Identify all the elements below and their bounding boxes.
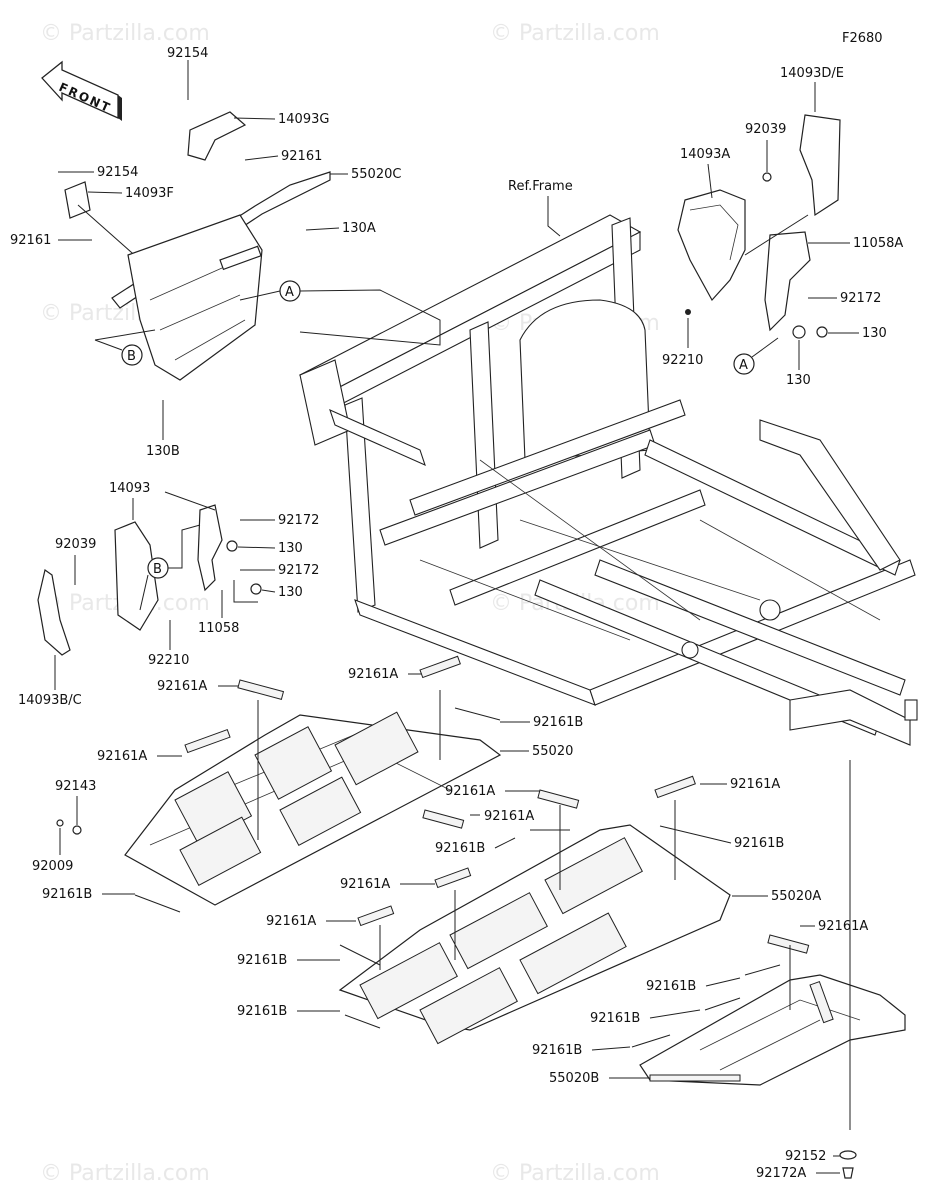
part-130-mid1: 130 [278, 541, 303, 556]
part-92161-left: 92161 [10, 233, 51, 248]
part-130a: 130A [342, 221, 376, 236]
part-92161a-5: 92161A [484, 809, 534, 824]
pads-55020a [357, 775, 696, 927]
part-92143: 92143 [55, 779, 96, 794]
grommet-92143 [72, 825, 82, 835]
part-92161b-8: 92161B [590, 1011, 640, 1026]
part-92154-left: 92154 [97, 165, 138, 180]
part-92161b-5: 92161B [237, 953, 287, 968]
part-92161a-3: 92161A [97, 749, 147, 764]
part-92161b-7: 92161B [646, 979, 696, 994]
ref-frame-label: Ref.Frame [508, 179, 573, 194]
part-92172-right: 92172 [840, 291, 881, 306]
part-14093de: 14093D/E [780, 66, 844, 81]
part-92161a-8: 92161A [266, 914, 316, 929]
svg-text:A: A [739, 358, 748, 373]
nut-92039-right [762, 172, 772, 182]
watermark-8: © Partzilla.com [490, 1161, 660, 1186]
part-92161a-4: 92161A [445, 784, 495, 799]
part-14093bc: 14093B/C [18, 693, 82, 708]
bolt-130-right [816, 326, 828, 338]
part-92161b-1: 92161B [533, 715, 583, 730]
part-92210-right: 92210 [662, 353, 703, 368]
part-92161-top: 92161 [281, 149, 322, 164]
skid-plate-55020 [124, 711, 502, 906]
front-arrow-icon: FRONT [41, 60, 122, 121]
part-92039-left: 92039 [55, 537, 96, 552]
part-92161b-3: 92161B [435, 841, 485, 856]
right-side-guard [677, 114, 841, 332]
part-14093g: 14093G [278, 112, 329, 127]
part-92172a: 92172A [756, 1166, 806, 1181]
part-11058: 11058 [198, 621, 239, 636]
part-92161a-9: 92161A [818, 919, 868, 934]
skid-plate-55020a [338, 824, 731, 1045]
ref-frame-leader [547, 196, 561, 237]
part-14093f: 14093F [125, 186, 174, 201]
left-side-guard [37, 504, 223, 656]
part-92039-right: 92039 [745, 122, 786, 137]
part-14093: 14093 [109, 481, 150, 496]
part-92161b-4: 92161B [734, 836, 784, 851]
part-92161b-2: 92161B [42, 887, 92, 902]
svg-text:B: B [127, 349, 136, 364]
watermark-7: © Partzilla.com [40, 1161, 210, 1186]
callout-b-mid: B [139, 524, 201, 611]
svg-text:B: B [153, 562, 162, 577]
svg-text:A: A [285, 285, 294, 300]
leader-14093a-to-14093de [744, 214, 809, 256]
part-92210-left: 92210 [148, 653, 189, 668]
part-92161a-2: 92161A [348, 667, 398, 682]
part-92161a-7: 92161A [730, 777, 780, 792]
callout-a-right: A [733, 337, 779, 375]
part-55020: 55020 [532, 744, 573, 759]
part-130-right-a: 130 [862, 326, 887, 341]
clip-92210-right [685, 309, 691, 315]
vehicle-frame [298, 214, 918, 746]
part-55020a: 55020A [771, 889, 821, 904]
part-92009: 92009 [32, 859, 73, 874]
part-92152: 92152 [785, 1149, 826, 1164]
part-130-mid2: 130 [278, 585, 303, 600]
part-92172-mid2: 92172 [278, 563, 319, 578]
grommet-92152 [839, 1150, 857, 1160]
part-92161a-6: 92161A [340, 877, 390, 892]
pads-55020b [631, 934, 810, 1048]
callout-b-left: B [94, 329, 156, 366]
part-92161b-9: 92161B [532, 1043, 582, 1058]
watermark-1: © Partzilla.com [40, 21, 210, 46]
part-130-right-b: 130 [786, 373, 811, 388]
part-92161a-1: 92161A [157, 679, 207, 694]
part-14093a: 14093A [680, 147, 730, 162]
skid-plate-55020b [639, 974, 906, 1086]
part-92154-top: 92154 [167, 46, 208, 61]
pads-55020 [134, 655, 501, 913]
callout-a-left: A [239, 280, 441, 346]
part-11058a: 11058A [853, 236, 903, 251]
part-130b: 130B [146, 444, 180, 459]
part-55020b: 55020B [549, 1071, 599, 1086]
diagram-id: F2680 [842, 31, 883, 46]
part-92161b-6: 92161B [237, 1004, 287, 1019]
rear-guard-assembly [64, 111, 331, 381]
part-92172-mid1: 92172 [278, 513, 319, 528]
part-55020c: 55020C [351, 167, 401, 182]
screw-92009 [56, 819, 64, 827]
bolt-92172a [842, 1167, 854, 1179]
watermark-2: © Partzilla.com [490, 21, 660, 46]
